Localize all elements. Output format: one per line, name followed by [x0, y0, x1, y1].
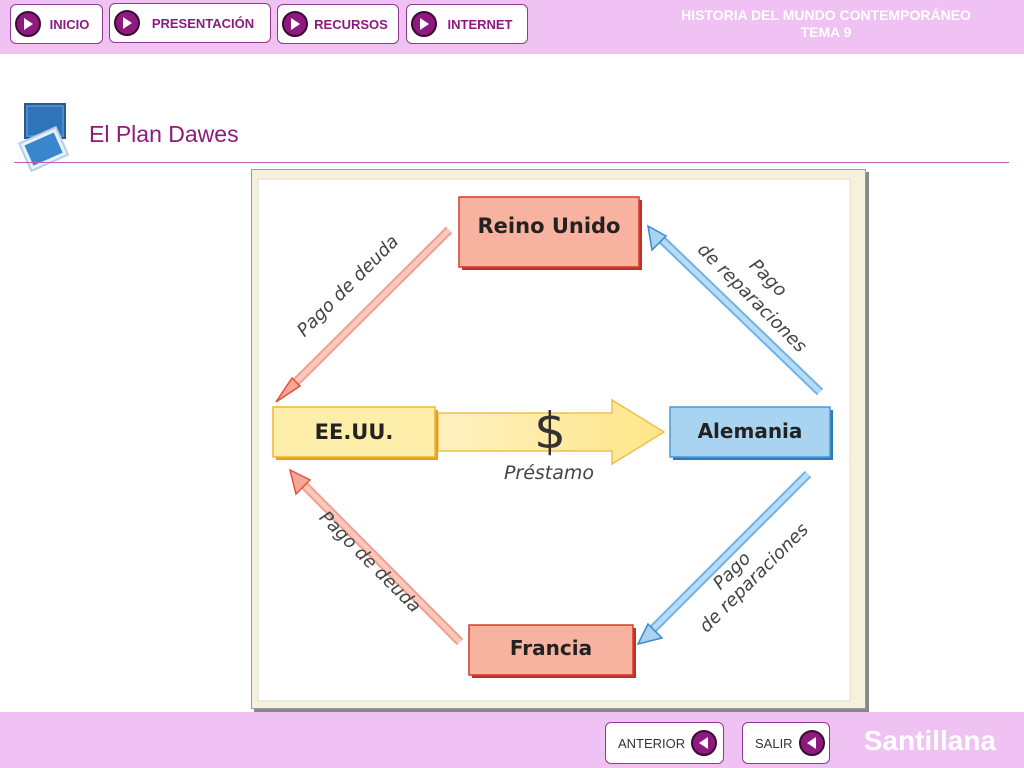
- internet-button[interactable]: INTERNET: [406, 4, 528, 44]
- page-title: El Plan Dawes: [89, 121, 239, 147]
- title-divider: [14, 162, 1009, 163]
- anterior-label: ANTERIOR: [618, 735, 686, 751]
- play-icon: [114, 10, 140, 36]
- node-reino-unido-label: Reino Unido: [478, 214, 621, 238]
- reparaciones-arrow-bottom: [636, 470, 812, 646]
- prestamo-arrow: [437, 398, 666, 466]
- dawes-plan-diagram: Reino Unido EE.UU. Alemania Francia $ Pr…: [251, 169, 866, 709]
- recursos-label: RECURSOS: [314, 16, 388, 32]
- play-icon: [15, 11, 41, 37]
- reparaciones-arrow-top: [647, 224, 824, 396]
- node-eeuu: EE.UU.: [272, 406, 438, 460]
- course-title: HISTORIA DEL MUNDO CONTEMPORÁNEO TEMA 9: [646, 7, 1006, 41]
- prestamo-label: Préstamo: [504, 462, 594, 484]
- top-nav-bar: INICIO PRESENTACIÓN RECURSOS INTERNET HI…: [0, 0, 1024, 54]
- bottom-nav-bar: ANTERIOR SALIR Santillana: [0, 712, 1024, 768]
- anterior-button[interactable]: ANTERIOR: [605, 722, 724, 764]
- node-francia: Francia: [468, 624, 636, 678]
- internet-label: INTERNET: [447, 16, 513, 32]
- node-alemania: Alemania: [669, 406, 833, 460]
- presentacion-button[interactable]: PRESENTACIÓN: [109, 3, 271, 43]
- node-eeuu-label: EE.UU.: [315, 420, 394, 444]
- pago-deuda-arrow-bottom: [288, 468, 464, 646]
- play-icon: [411, 11, 437, 37]
- recursos-button[interactable]: RECURSOS: [277, 4, 399, 44]
- inicio-label: INICIO: [49, 16, 90, 32]
- screen-icon: [16, 102, 74, 181]
- salir-label: SALIR: [755, 735, 793, 751]
- node-alemania-label: Alemania: [698, 419, 803, 443]
- pago-deuda-arrow-top: [275, 226, 453, 403]
- salir-button[interactable]: SALIR: [742, 722, 830, 764]
- dollar-symbol: $: [534, 402, 566, 460]
- diagram-canvas: Reino Unido EE.UU. Alemania Francia $ Pr…: [257, 178, 851, 702]
- inicio-button[interactable]: INICIO: [10, 4, 103, 44]
- back-icon: [798, 730, 825, 756]
- course-subject: HISTORIA DEL MUNDO CONTEMPORÁNEO: [681, 7, 971, 23]
- play-icon: [282, 11, 308, 37]
- back-icon: [691, 730, 718, 756]
- node-reino-unido: Reino Unido: [458, 196, 642, 270]
- presentacion-label: PRESENTACIÓN: [151, 15, 255, 31]
- santillana-logo: Santillana: [863, 725, 996, 756]
- node-francia-label: Francia: [510, 636, 592, 660]
- course-unit: TEMA 9: [800, 24, 852, 40]
